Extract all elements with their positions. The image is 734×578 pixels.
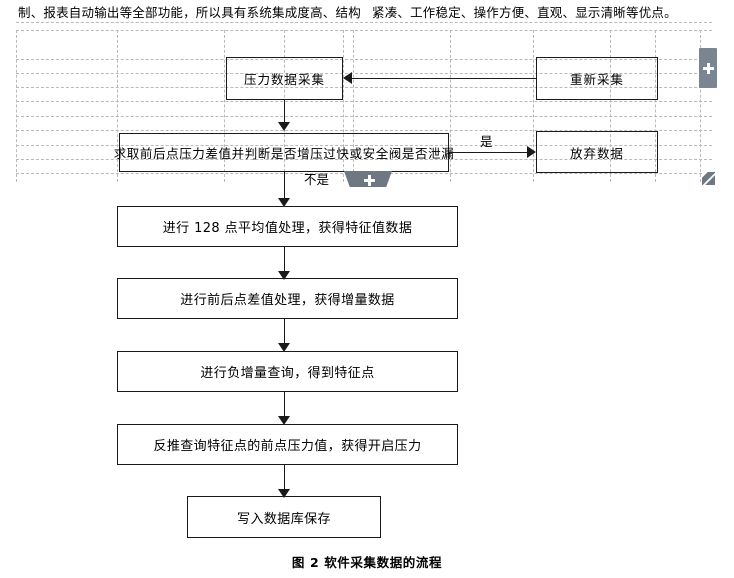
- connector-delta-to-negative: [284, 319, 285, 346]
- flow-node-decision-label: 求取前后点压力差值并判断是否增压过快或安全阀是否泄漏: [113, 146, 455, 161]
- table-grid-top-edge: [16, 22, 712, 23]
- flow-node-save[interactable]: 写入数据库保存: [187, 496, 381, 538]
- connector-decision-to-discard: [449, 152, 533, 153]
- arrowhead-into-average: [278, 198, 290, 207]
- connector-backtrack-to-save: [284, 465, 285, 492]
- flow-node-acquire-label: 压力数据采集: [243, 72, 325, 87]
- gridline-horizontal: [16, 30, 712, 31]
- table-resize-handle[interactable]: [702, 172, 715, 185]
- gridline-horizontal: [16, 116, 712, 117]
- gridline-vertical: [16, 30, 17, 182]
- plus-icon: [363, 174, 375, 186]
- flow-node-backtrack[interactable]: 反推查询特征点的前点压力值，获得开启压力: [117, 424, 458, 465]
- arrowhead-into-discard: [527, 146, 536, 158]
- arrowhead-into-decision: [278, 122, 290, 131]
- document-text-line: 制、报表自动输出等全部功能，所以具有系统集成度高、结构 紧凑、工作稳定、操作方便…: [0, 0, 734, 26]
- body-text-left: 制、报表自动输出等全部功能，所以具有系统集成度高、结构: [18, 5, 361, 20]
- arrowhead-into-delta: [278, 271, 290, 280]
- flow-node-average-label: 进行 128 点平均值处理，获得特征值数据: [162, 221, 413, 236]
- flow-node-save-label: 写入数据库保存: [237, 511, 331, 527]
- flow-node-decision[interactable]: 求取前后点压力差值并判断是否增压过快或安全阀是否泄漏: [114, 133, 454, 172]
- arrowhead-into-acquire: [343, 72, 352, 84]
- figure-caption: 图 2 软件采集数据的流程: [291, 555, 443, 570]
- gridline-vertical: [533, 30, 534, 182]
- flow-node-reacquire-label: 重新采集: [569, 72, 624, 87]
- column-insert-handle[interactable]: [699, 48, 717, 88]
- connector-acquire-to-decision: [284, 100, 285, 124]
- flow-node-delta-label: 进行前后点差值处理，获得增量数据: [180, 293, 395, 308]
- gridline-horizontal: [16, 101, 712, 102]
- row-insert-handle[interactable]: [344, 171, 392, 187]
- connector-decision-to-average: [284, 172, 285, 202]
- flow-node-negative-label: 进行负增量查询，得到特征点: [200, 366, 375, 381]
- edge-label-no: 不是: [304, 172, 330, 187]
- flow-node-reacquire[interactable]: 重新采集: [536, 57, 658, 100]
- arrowhead-into-save: [278, 489, 290, 498]
- arrowhead-into-backtrack: [278, 416, 290, 425]
- flow-node-delta[interactable]: 进行前后点差值处理，获得增量数据: [117, 278, 458, 319]
- flow-node-average[interactable]: 进行 128 点平均值处理，获得特征值数据: [117, 206, 458, 247]
- flow-node-acquire[interactable]: 压力数据采集: [226, 57, 343, 100]
- connector-reacquire-to-acquire: [352, 78, 536, 79]
- flow-node-discard[interactable]: 放弃数据: [536, 131, 658, 173]
- edge-label-yes: 是: [480, 134, 493, 149]
- connector-average-to-delta: [284, 247, 285, 274]
- flow-node-discard-label: 放弃数据: [569, 145, 624, 161]
- body-text-right: 紧凑、工作稳定、操作方便、直观、显示清晰等优点。: [372, 5, 677, 20]
- connector-negative-to-backtrack: [284, 392, 285, 419]
- plus-icon: [702, 62, 714, 74]
- flow-node-backtrack-label: 反推查询特征点的前点压力值，获得开启压力: [153, 439, 422, 454]
- flow-node-negative[interactable]: 进行负增量查询，得到特征点: [117, 351, 458, 392]
- arrowhead-into-negative: [278, 343, 290, 352]
